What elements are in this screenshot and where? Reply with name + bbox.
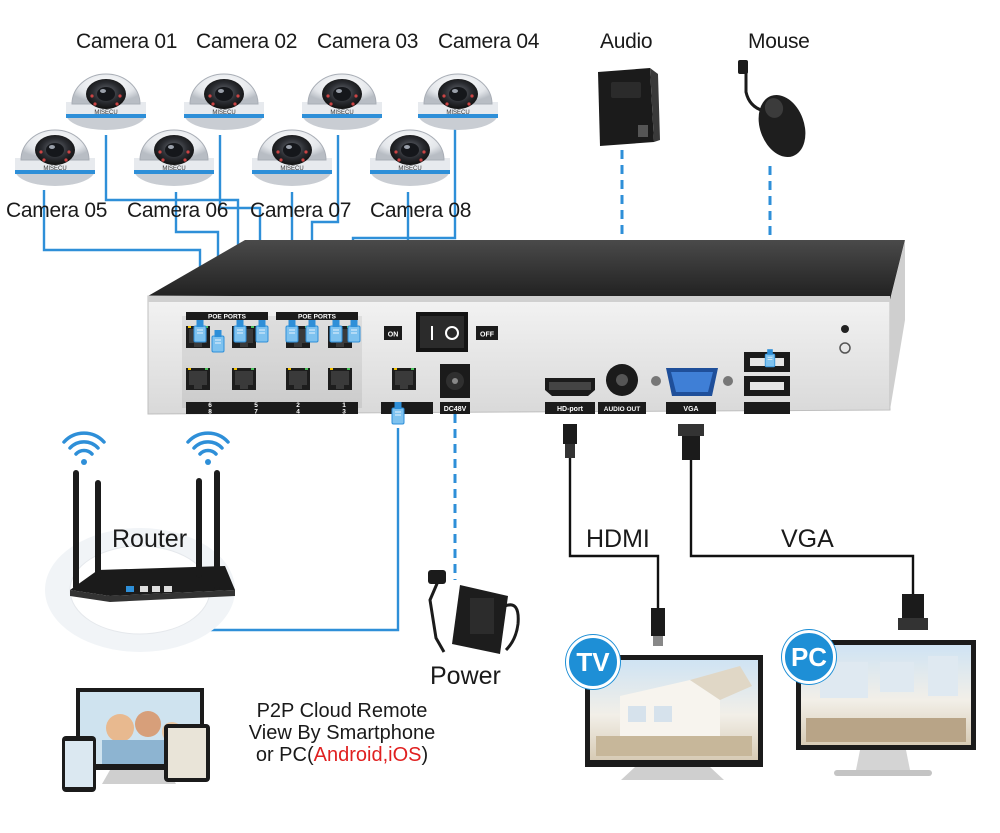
p2p-line-1: P2P Cloud Remote <box>256 700 428 722</box>
camera-02-device <box>183 73 265 131</box>
power-adapter-icon <box>428 570 520 654</box>
dc-label: DC48V <box>444 406 467 413</box>
camera-brand: MISECU <box>212 110 235 116</box>
port-number: 1 <box>342 402 346 409</box>
port-number: 7 <box>254 409 258 416</box>
audio-out-label: AUDIO OUT <box>604 406 641 413</box>
router-device <box>45 470 235 652</box>
p2p-devices-icon <box>62 688 210 792</box>
camera-brand: MISECU <box>280 166 303 172</box>
router-label: Router <box>112 525 188 553</box>
wifi-icon <box>62 431 106 465</box>
poe-ports-label: POE PORTS <box>298 314 337 321</box>
p2p-os-label: Android,iOS <box>313 744 422 766</box>
audio-label: Audio <box>600 30 653 53</box>
nvr-recorder <box>147 240 905 415</box>
camera-brand: MISECU <box>43 166 66 172</box>
switch-on-label: ON <box>388 332 399 339</box>
switch-off-label: OFF <box>480 332 495 339</box>
camera-03-device <box>301 73 383 131</box>
mouse-label: Mouse <box>748 30 810 53</box>
vga-cable <box>678 424 928 630</box>
p2p-line-3-prefix: or PC( <box>255 744 314 766</box>
hd-port-label: HD-port <box>557 406 584 413</box>
camera-brand: MISECU <box>398 166 421 172</box>
camera-01-label: Camera 01 <box>76 30 178 53</box>
hdmi-cable <box>563 424 665 646</box>
camera-05-label: Camera 05 <box>6 199 108 222</box>
port-number: 6 <box>208 402 212 409</box>
p2p-line-3-suffix: ) <box>421 744 429 766</box>
p2p-line-3: or PC(Android,iOS) <box>232 744 452 766</box>
camera-08-label: Camera 08 <box>370 199 472 222</box>
tv-device <box>585 655 763 780</box>
p2p-line-2: View By Smartphone <box>248 722 436 744</box>
hdmi-label: HDMI <box>586 525 650 553</box>
audio-speaker-icon <box>598 68 660 146</box>
camera-brand: MISECU <box>330 110 353 116</box>
camera-05-device <box>14 129 96 187</box>
port-number: 4 <box>296 409 300 416</box>
power-label: Power <box>430 662 501 690</box>
poe-ports-label: POE PORTS <box>208 314 247 321</box>
camera-08-device <box>369 129 451 187</box>
nvr-panel-labels: POE PORTS POE PORTS ON OFF DC48V HD-port… <box>208 314 699 416</box>
camera-03-label: Camera 03 <box>317 30 419 53</box>
vga-port-label: VGA <box>683 406 698 413</box>
port-number: 5 <box>254 402 258 409</box>
camera-06-device <box>133 129 215 187</box>
camera-01-device <box>65 73 147 131</box>
camera-brand: MISECU <box>446 110 469 116</box>
camera-brand: MISECU <box>94 110 117 116</box>
port-number: 2 <box>296 402 300 409</box>
vga-label: VGA <box>781 525 834 553</box>
tv-badge: TV <box>566 635 620 689</box>
camera-04-label: Camera 04 <box>438 30 540 53</box>
pc-badge: PC <box>782 630 836 684</box>
wifi-icon <box>186 431 230 465</box>
camera-02-label: Camera 02 <box>196 30 298 53</box>
p2p-description: P2P Cloud Remote View By Smartphone or P… <box>232 700 452 766</box>
camera-06-label: Camera 06 <box>127 199 229 222</box>
camera-04-device <box>417 73 499 131</box>
camera-brand: MISECU <box>162 166 185 172</box>
camera-07-label: Camera 07 <box>250 199 352 222</box>
port-number: 8 <box>208 409 212 416</box>
mouse-icon <box>738 60 806 157</box>
camera-07-device <box>251 129 333 187</box>
port-number: 3 <box>342 409 346 416</box>
camera-brand-marks: MISECU MISECU MISECU MISECU MISECU MISEC… <box>43 110 469 172</box>
